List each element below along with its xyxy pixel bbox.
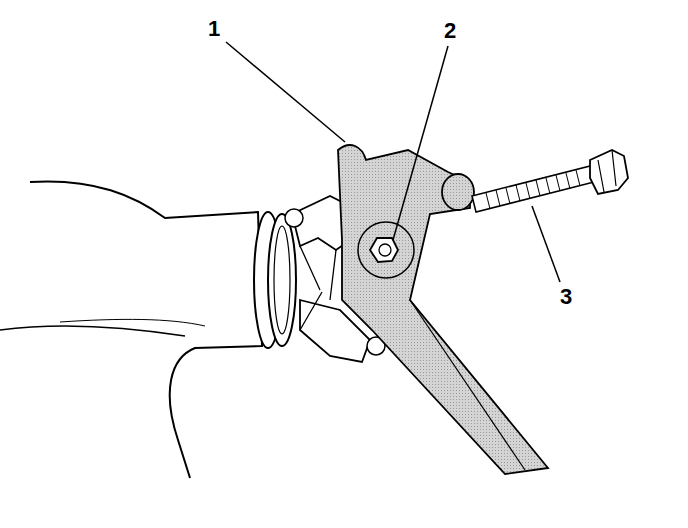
bolt-head: [590, 150, 628, 194]
callout-number: 1: [208, 18, 220, 40]
housing-ridge: [60, 319, 205, 326]
leader-line: [226, 42, 345, 142]
bolt: [472, 164, 602, 212]
axle-housing: [30, 181, 262, 478]
callout-number: 3: [560, 286, 572, 308]
seal-ring: [274, 226, 290, 334]
hub: [358, 222, 414, 278]
yoke-web: [300, 246, 336, 330]
seal-ring: [268, 214, 296, 346]
yoke-hole: [285, 209, 303, 227]
holder-boss: [442, 174, 474, 210]
callout-number: 2: [444, 20, 456, 42]
leader-line: [532, 206, 560, 282]
pinion-stem: [379, 244, 391, 256]
pinion-nut: [370, 238, 398, 262]
leader-line: [393, 46, 448, 240]
bolt-thread: [486, 170, 580, 209]
holder-edge: [410, 300, 525, 470]
bolt-head-edge: [598, 150, 616, 192]
housing-edge: [0, 326, 185, 336]
